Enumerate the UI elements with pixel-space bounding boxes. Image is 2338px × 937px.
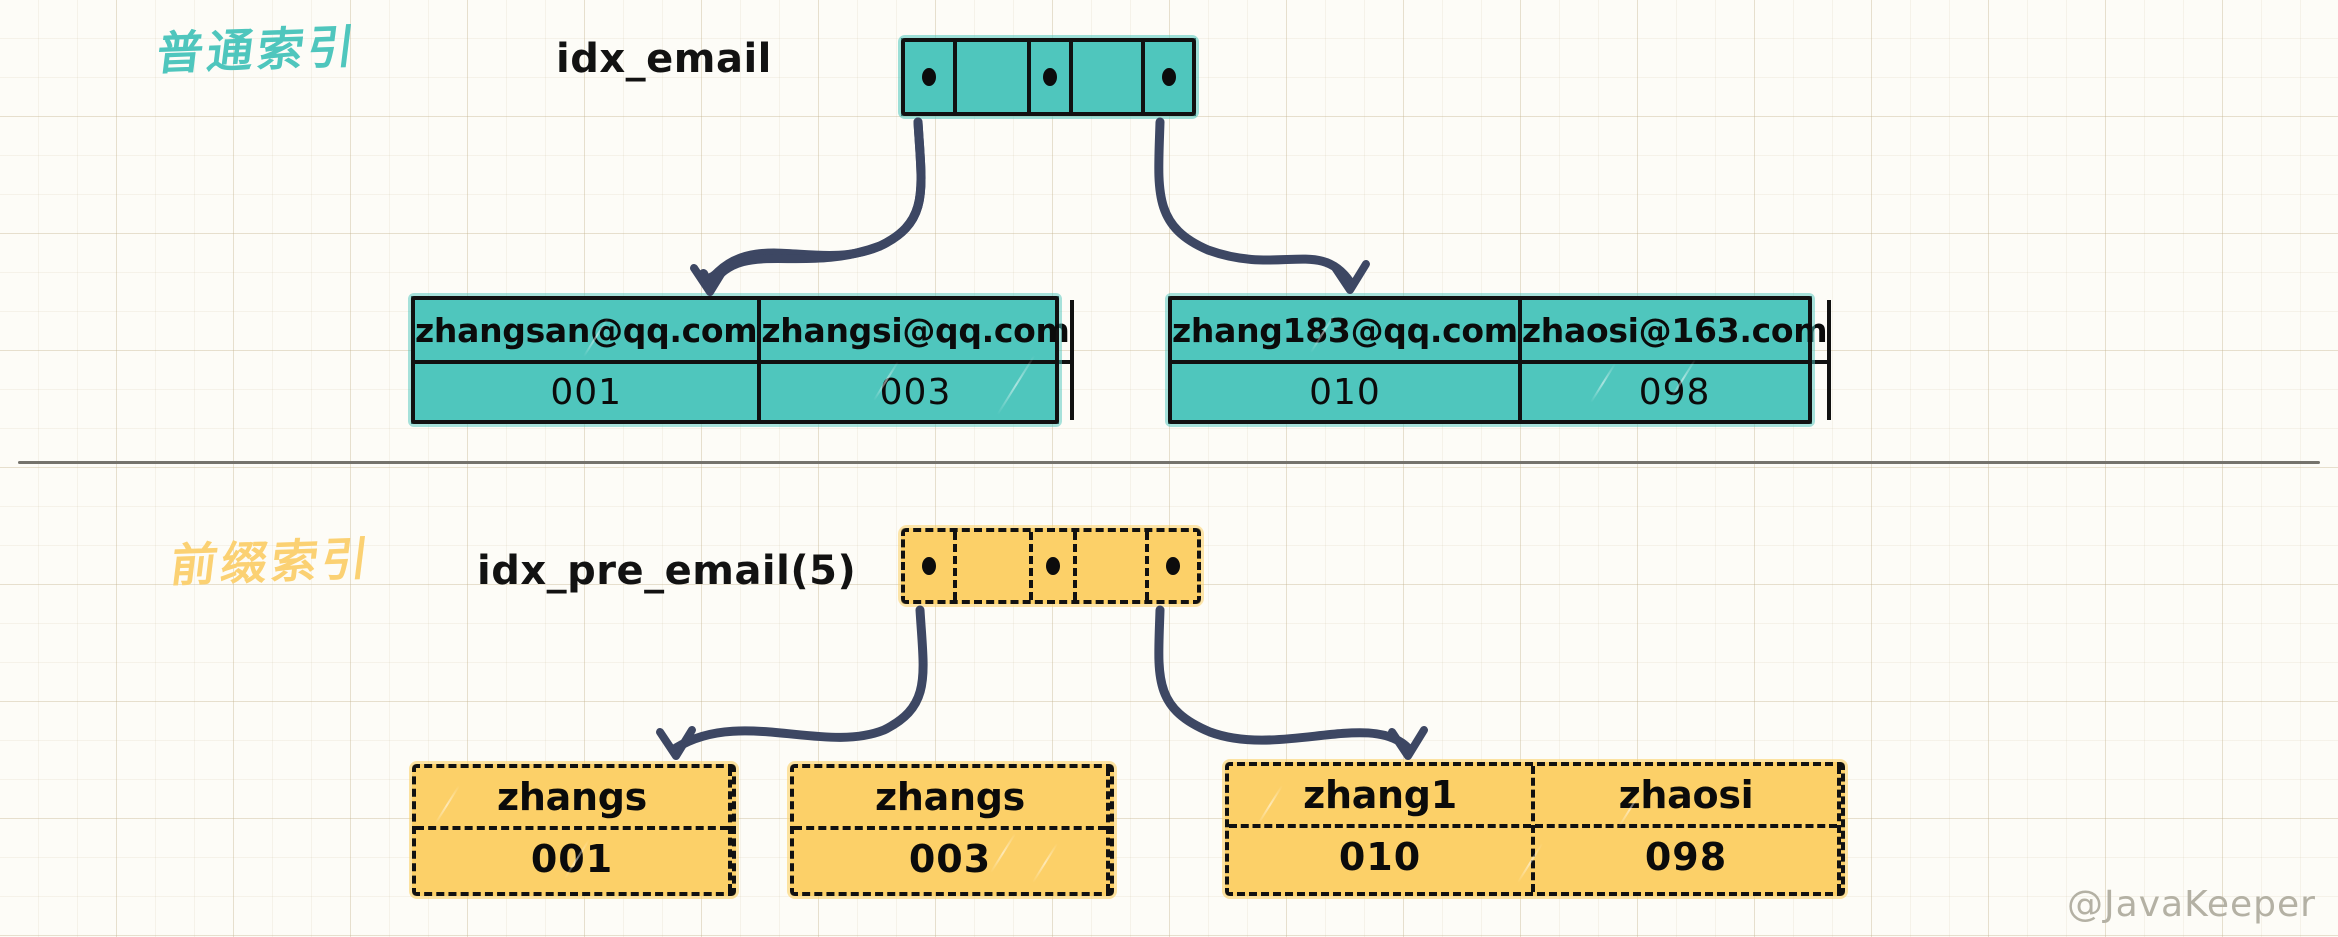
leaf-key: zhang1 [1229,766,1531,828]
root-cell-pointer-3[interactable] [1145,42,1192,112]
leaf-key: zhaosi [1535,766,1837,828]
leaf-group-prefix-1[interactable]: zhangs 001 [409,761,739,899]
root-cell-pointer-1[interactable] [905,532,957,600]
pointer-dot-icon [1046,557,1060,575]
leaf-value: 010 [1338,835,1422,879]
leaf-cell[interactable]: zhangs 003 [794,768,1110,892]
leaf-value: 003 [908,837,992,881]
leaf-key: zhangsi@qq.com [761,300,1070,364]
root-node-prefix-index[interactable] [898,525,1204,607]
index-name-idx-pre-email: idx_pre_email(5) [477,548,857,594]
leaf-value: 010 [1309,371,1381,413]
leaf-value: 001 [550,371,623,413]
leaf-key: zhangs [416,768,728,830]
leaf-key: zhangsan@qq.com [415,300,758,364]
leaf-group-prefix-2[interactable]: zhangs 003 [787,761,1117,899]
pointer-dot-icon [1166,557,1180,575]
leaf-cell[interactable]: zhaosi 098 [1535,766,1841,892]
leaf-cell[interactable]: zhangs 001 [416,768,732,892]
leaf-value: 001 [530,837,614,881]
root-cell-pointer-3[interactable] [1149,532,1197,600]
index-name-idx-email: idx_email [556,36,772,82]
leaf-key: zhangs [794,768,1106,830]
leaf-cell[interactable]: zhang183@qq.com 010 [1172,300,1522,420]
root-cell-pointer-1[interactable] [905,42,957,112]
leaf-value: 098 [1638,371,1711,413]
pointer-dot-icon [922,68,936,86]
pointer-dot-icon [922,557,936,575]
section-divider [18,461,2320,464]
root-cell-pointer-2[interactable] [1031,42,1073,112]
leaf-group-normal-right[interactable]: zhang183@qq.com 010 zhaosi@163.com 098 [1165,293,1832,427]
leaf-cell[interactable]: zhang1 010 [1229,766,1535,892]
leaf-group-normal-left[interactable]: zhangsan@qq.com 001 zhangsi@qq.com 003 [408,293,1074,427]
pointer-dot-icon [1161,68,1176,86]
section-label-prefix-index: 前缀索引 [167,531,376,593]
root-cell-key-1[interactable] [957,532,1033,600]
root-cell-key-2[interactable] [1077,532,1149,600]
leaf-value: 098 [1644,835,1728,879]
leaf-key: zhaosi@163.com [1521,300,1828,364]
leaf-group-prefix-3[interactable]: zhang1 010 zhaosi 098 [1222,759,1848,899]
root-cell-key-2[interactable] [1073,42,1145,112]
watermark: @JavaKeeper [2067,884,2316,925]
leaf-cell[interactable]: zhaosi@163.com 098 [1521,300,1832,420]
leaf-key: zhang183@qq.com [1172,300,1518,364]
leaf-cell[interactable]: zhangsi@qq.com 003 [761,300,1074,420]
leaf-cell[interactable]: zhangsan@qq.com 001 [415,300,762,420]
root-node-normal-index[interactable] [898,35,1199,119]
root-cell-pointer-2[interactable] [1033,532,1077,600]
leaf-value: 003 [879,371,952,413]
root-cell-key-1[interactable] [957,42,1031,112]
section-label-normal-index: 普通索引 [153,19,362,81]
pointer-dot-icon [1043,68,1057,86]
